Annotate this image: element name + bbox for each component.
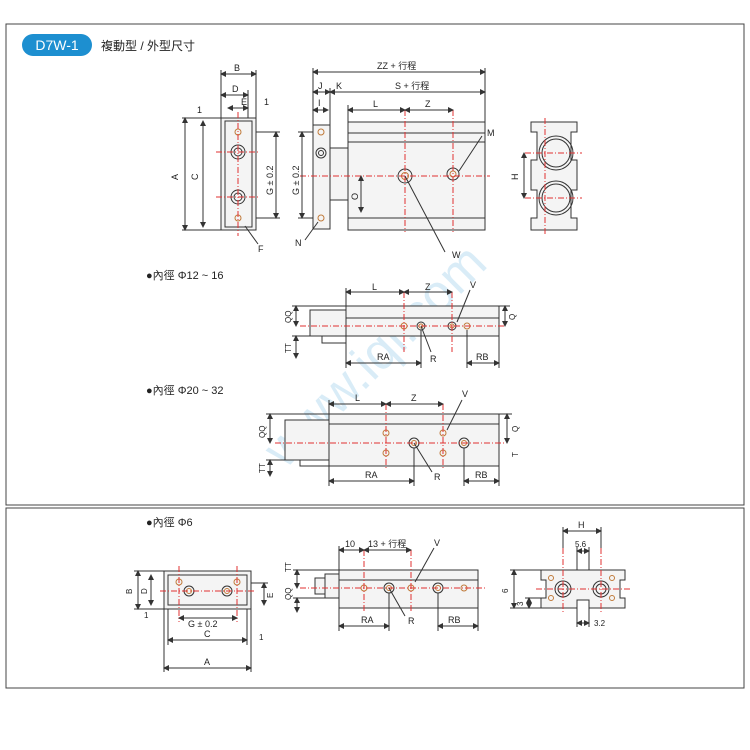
dim-TT-1216: TT	[284, 343, 293, 353]
dim-RA-1216: RA	[377, 352, 390, 362]
view-bore-20-32	[266, 399, 512, 486]
dim-G-side: G ± 0.2	[291, 166, 301, 195]
dim-10: 10	[345, 539, 355, 549]
dim-3-2: 3.2	[594, 619, 606, 628]
section-bore-6: ●內徑 Φ6	[146, 516, 193, 529]
dim-Q-1216: Q	[508, 314, 517, 320]
dim-L-1216: L	[372, 282, 377, 292]
dim-1-left: 1	[197, 105, 202, 115]
label-R-6: R	[408, 616, 415, 626]
dim-G-front: G ± 0.2	[265, 166, 275, 195]
dim-RA-2032: RA	[365, 470, 378, 480]
dim-RB-6: RB	[448, 615, 461, 625]
dim-T-2032: T	[511, 452, 520, 457]
dim-O: O	[350, 193, 360, 200]
label-M: M	[487, 128, 495, 138]
label-R-1216: R	[430, 354, 437, 364]
label-W: W	[452, 250, 461, 260]
side-view	[298, 68, 490, 253]
dim-G-6: G ± 0.2	[188, 619, 217, 629]
dim-H-end: H	[510, 174, 520, 181]
dim-B: B	[234, 63, 240, 73]
dim-L-2032: L	[355, 393, 360, 403]
dim-RB-1216: RB	[476, 352, 489, 362]
label-N: N	[295, 238, 302, 248]
dim-RB-2032: RB	[475, 470, 488, 480]
dim-Z-2032: Z	[411, 393, 417, 403]
dim-3: 3	[516, 601, 525, 606]
dim-1-6: 1	[144, 611, 149, 620]
dim-Q-2032: Q	[511, 426, 520, 432]
dim-L-side: L	[373, 99, 378, 109]
dim-ZZ: ZZ + 行程	[377, 60, 416, 71]
label-R-2032: R	[434, 472, 441, 482]
label-V-2032: V	[462, 389, 468, 399]
dim-Z-side: Z	[425, 99, 431, 109]
dim-6: 6	[501, 588, 510, 593]
dim-E-6: E	[266, 593, 275, 598]
front-view	[182, 70, 280, 245]
view-bore-6-end	[510, 527, 630, 627]
dim-A-6: A	[204, 657, 210, 667]
dim-D-6: D	[140, 588, 149, 594]
dim-E: E	[241, 97, 247, 107]
label-V-1216: V	[470, 280, 476, 290]
section-bore-12-16: ●內徑 Φ12 ~ 16	[146, 269, 223, 282]
dim-H-6: H	[578, 520, 585, 530]
view-bore-12-16	[292, 288, 510, 368]
section-bore-20-32: ●內徑 Φ20 ~ 32	[146, 384, 223, 397]
dim-K: K	[336, 81, 342, 91]
view-bore-6-side	[293, 546, 485, 631]
dim-I: I	[318, 98, 321, 108]
dim-C-6: C	[204, 629, 211, 639]
dim-1-right: 1	[264, 97, 269, 107]
dim-D: D	[232, 84, 239, 94]
dim-RA-6: RA	[361, 615, 374, 625]
view-bore-6-front	[134, 566, 268, 672]
frame-bottom	[5, 507, 745, 689]
dim-B-6: B	[125, 589, 134, 594]
dim-TT-6: TT	[284, 562, 293, 572]
frame-top	[5, 23, 745, 506]
label-V-6: V	[434, 538, 440, 548]
end-view	[521, 118, 582, 234]
dim-5-6: 5.6	[575, 540, 587, 549]
dim-TT-2032: TT	[258, 463, 267, 473]
dim-Z-1216: Z	[425, 282, 431, 292]
dim-J: J	[318, 81, 323, 91]
dim-QQ-1216: QQ	[284, 311, 293, 323]
dim-13-stroke: 13 + 行程	[368, 538, 406, 549]
label-F: F	[258, 244, 264, 254]
dim-C: C	[190, 173, 200, 180]
dim-QQ-6: QQ	[284, 588, 293, 600]
dim-QQ-2032: QQ	[258, 426, 267, 438]
dim-S: S + 行程	[395, 80, 429, 91]
dim-1-6b: 1	[259, 633, 264, 642]
page-title: 複動型 / 外型尺寸	[101, 39, 196, 53]
dim-A: A	[170, 174, 180, 180]
model-badge: D7W-1	[22, 34, 92, 56]
